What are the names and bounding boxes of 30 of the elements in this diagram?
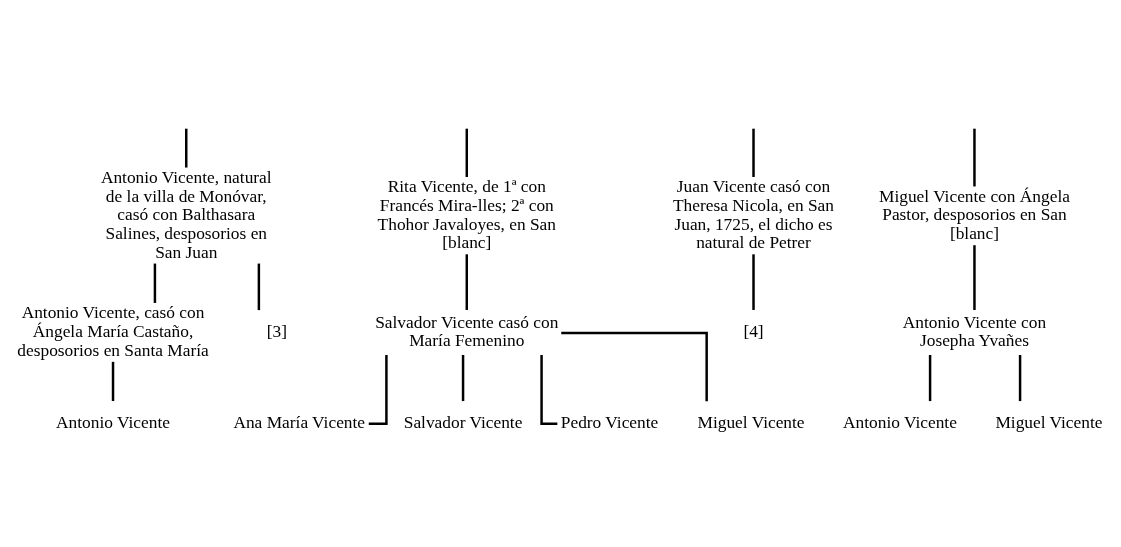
connector — [928, 355, 932, 402]
node-text: Antonio Vicente — [843, 413, 957, 433]
node-text: Miguel Vicente con Ángela Pastor, desposorios en San [blanc] — [878, 186, 1070, 243]
node-text: Rita Vicente, de 1ª con Francés Mira-lles; 2ª con Thohor Javaloyes, en San [blanc] — [377, 177, 556, 253]
connector — [561, 331, 708, 402]
node-text: [4] — [743, 322, 764, 342]
connector — [465, 128, 468, 177]
node-text: Antonio Vicente, casó con Ángela María Castaño, desposorios en Santa María — [17, 303, 209, 360]
node-text: Salvador Vicente casó con María Femenino — [375, 312, 559, 351]
connector — [257, 263, 261, 311]
node-text: Miguel Vicente — [697, 413, 805, 433]
connector — [752, 254, 755, 310]
connector — [153, 263, 157, 303]
connector — [752, 128, 755, 177]
node-text: Antonio Vicente, natural de la villa de Monóvar, casó con Balthasara Salines, desposorios en San Juan — [100, 168, 272, 262]
connector — [111, 361, 115, 402]
node-text: Pedro Vicente — [560, 413, 659, 433]
node-text: Antonio Vicente — [56, 413, 170, 433]
node-text: Miguel Vicente — [995, 413, 1103, 433]
connector — [973, 245, 976, 310]
node-text: Ana María Vicente — [233, 413, 366, 433]
node-text: [3] — [266, 322, 287, 342]
connector — [973, 128, 976, 187]
connector — [185, 128, 188, 168]
connector — [1018, 355, 1022, 402]
node-text: Antonio Vicente con Josepha Yvañes — [902, 312, 1047, 351]
node-text: Salvador Vicente — [403, 413, 523, 433]
connector — [465, 254, 468, 310]
node-text: Juan Vicente casó con Theresa Nicola, en San Juan, 1725, el dicho es natural de Petrer — [673, 177, 835, 253]
connector — [461, 355, 465, 402]
